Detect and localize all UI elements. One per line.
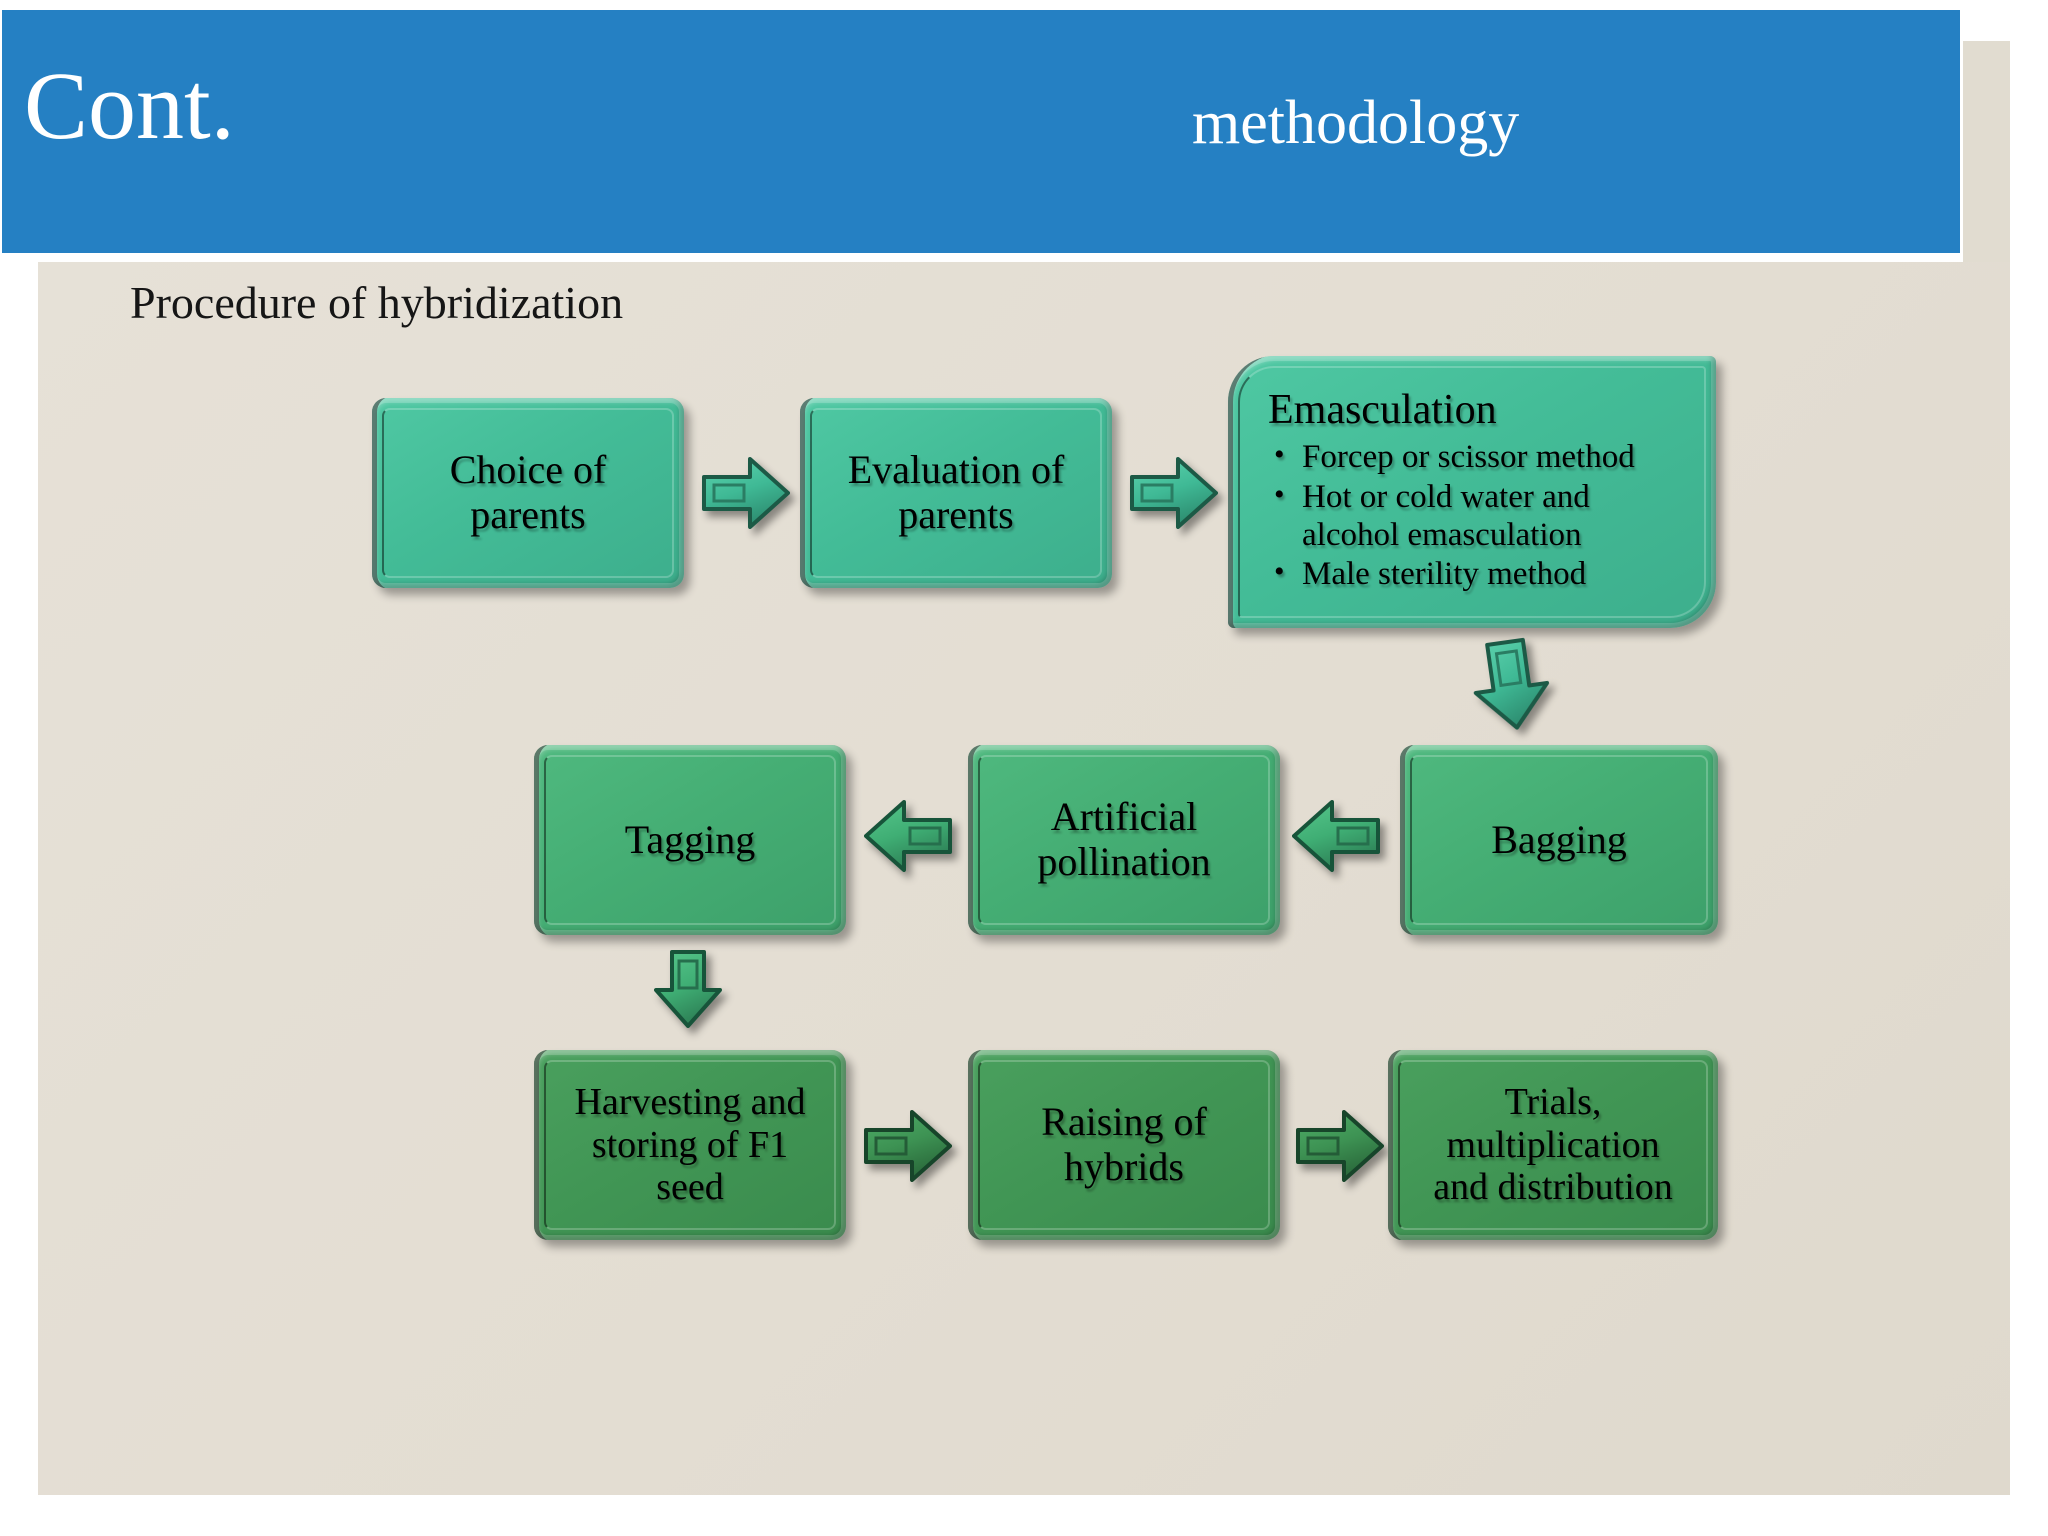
flow-node-label: Tagging <box>624 816 756 862</box>
page-subtitle: methodology <box>1192 89 1520 157</box>
flow-node-label: Bagging <box>1491 816 1627 862</box>
arrow-right-icon <box>702 457 790 529</box>
arrow-harvesting-to-raising <box>862 1108 954 1184</box>
page-title: Cont. <box>24 52 235 159</box>
flow-node-emasculation[interactable]: Emasculation Forcep or scissor method Ho… <box>1228 356 1716 628</box>
list-item: Male sterility method <box>1268 555 1682 594</box>
arrow-bagging-to-pollination <box>1290 798 1382 874</box>
arrow-left-icon <box>864 800 952 872</box>
arrow-right-icon <box>1296 1110 1384 1182</box>
flow-node-bagging[interactable]: Bagging <box>1400 745 1718 935</box>
section-heading: Procedure of hybridization <box>130 277 624 328</box>
slide-header-bar: Cont. methodology <box>2 10 1960 253</box>
arrow-left-icon <box>1292 800 1380 872</box>
arrow-down-icon <box>1473 637 1550 730</box>
arrow-evaluation-to-emasculation <box>1128 455 1220 531</box>
list-item: Forcep or scissor method <box>1268 438 1682 477</box>
emasculation-bullet-list: Forcep or scissor method Hot or cold wat… <box>1268 438 1682 594</box>
emasculation-title: Emasculation <box>1268 387 1497 433</box>
flow-node-tagging[interactable]: Tagging <box>534 745 846 935</box>
arrow-right-icon <box>864 1110 952 1182</box>
arrow-emasculation-to-bagging <box>1464 633 1558 737</box>
arrow-choice-to-evaluation <box>700 455 792 531</box>
arrow-tagging-to-harvesting <box>652 948 724 1030</box>
list-item: Hot or cold water and alcohol emasculati… <box>1268 478 1682 554</box>
arrow-raising-to-trials <box>1294 1108 1386 1184</box>
arrow-right-icon <box>1130 457 1218 529</box>
arrow-pollination-to-tagging <box>862 798 954 874</box>
arrow-down-icon <box>654 950 722 1028</box>
emasculation-content: Emasculation Forcep or scissor method Ho… <box>1242 366 1702 606</box>
